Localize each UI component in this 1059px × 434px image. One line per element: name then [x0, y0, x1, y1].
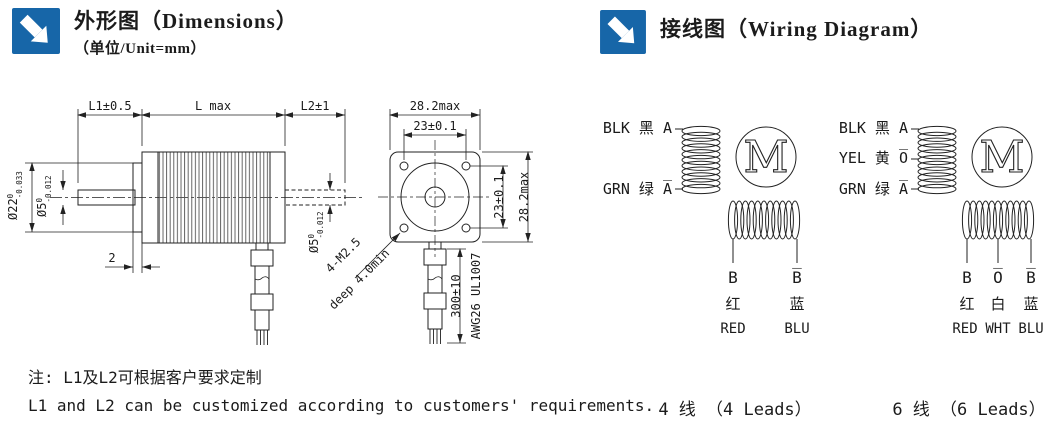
cable-side	[250, 242, 274, 345]
dia22-label: Ø220-0.033	[6, 171, 24, 220]
phase-a-coil	[917, 125, 957, 195]
terminal-b: B	[728, 268, 738, 287]
thread-leader	[354, 232, 401, 279]
dim-lmax-label: L max	[195, 99, 231, 113]
phase-b-coil	[961, 200, 1035, 240]
dimensions-header: 外形图（Dimensions） （单位/Unit=mm）	[12, 8, 298, 58]
mounting-hole	[399, 161, 409, 171]
lead-obar-label: YEL 黄 O̅	[839, 148, 909, 167]
mounting-hole	[399, 223, 409, 233]
mounting-hole	[461, 223, 471, 233]
lead-a-label: BLK 黑 A	[603, 119, 672, 137]
arrow-se-icon	[600, 10, 646, 54]
hole-span-h-label: 23±0.1	[413, 119, 456, 133]
motor-body	[141, 151, 286, 244]
lead-abar-label: GRN 绿 A̅	[603, 179, 673, 198]
dim-l2-label: L2±1	[301, 99, 330, 113]
front-shaft	[77, 189, 136, 206]
color-en-wht: WHT	[985, 321, 1011, 337]
phase-a-coil	[681, 125, 721, 195]
cable-length-label: 300±10	[449, 274, 463, 317]
unit-note: （单位/Unit=mm）	[74, 41, 207, 58]
pilot-circle	[400, 162, 470, 232]
arrow-se-icon	[12, 8, 60, 54]
front-width-label: 28.2max	[410, 99, 461, 113]
hole-span-v-label: 23±0.1	[492, 175, 506, 218]
dia5-front-label: Ø50-0.012	[35, 175, 53, 217]
terminal-b: B	[962, 268, 972, 287]
wiring-title: 接线图（Wiring Diagram）	[660, 17, 933, 41]
motor-circle	[971, 126, 1033, 188]
wiring-header: 接线图（Wiring Diagram）	[600, 10, 932, 54]
caption-6lead: 6 线 （6 Leads）	[892, 400, 1045, 420]
boss-length-label: 2	[108, 251, 115, 265]
note-en: L1 and L2 can be customized according to…	[28, 396, 655, 415]
color-zh-red: 红	[959, 295, 974, 313]
color-en-blu: BLU	[1018, 321, 1043, 337]
lead-a-label: BLK 黑 A	[839, 119, 908, 137]
caption-4lead: 4 线 （4 Leads）	[658, 400, 811, 420]
shaft-circle	[424, 186, 446, 208]
motor-symbol: M	[979, 132, 1024, 183]
color-en-blu: BLU	[784, 321, 809, 337]
dimension-drawing: L1±0.5 L max L2±1 Ø220-0.033 Ø50-0.012 Ø…	[6, 99, 533, 345]
lead-abar-label: GRN 绿 A̅	[839, 179, 909, 198]
pilot-length-dimension	[105, 232, 160, 273]
lead-wires	[675, 128, 683, 190]
end-cap-lines	[157, 152, 271, 243]
color-en-red: RED	[720, 321, 745, 337]
lead-wires	[911, 128, 919, 190]
mounting-hole	[461, 161, 471, 171]
terminal-bbar: B̅	[1026, 268, 1036, 287]
front-right-dimensions	[470, 151, 533, 243]
cable-length-dimension	[447, 248, 466, 344]
thread-spec-label: 4-M2.5	[323, 235, 364, 276]
dia5-rear-label: Ø50-0.012	[307, 211, 325, 253]
front-top-dimensions	[389, 109, 481, 160]
motor-front-view	[378, 140, 492, 344]
dia22-dimension	[25, 162, 133, 233]
color-zh-red: 红	[725, 295, 740, 313]
color-zh-white: 白	[990, 295, 1005, 313]
dimensions-title: 外形图（Dimensions）	[74, 9, 298, 33]
dim-l1-label: L1±0.5	[88, 99, 131, 113]
motor-circle	[735, 126, 797, 188]
wiring-diagram-4lead: BLK 黑 A GRN 绿 A̅ M B B̅ 红 蓝 RED BLU 4 线 …	[603, 119, 812, 420]
color-zh-blue: 蓝	[789, 295, 804, 313]
wiring-diagram-6lead: BLK 黑 A YEL 黄 O̅ GRN 绿 A̅ M B O̅ B̅ 红 白 …	[839, 119, 1046, 420]
phase-b-leads	[732, 239, 798, 263]
phase-b-leads	[966, 239, 1032, 263]
cable-front	[423, 241, 447, 344]
top-dimensions	[77, 109, 346, 183]
color-en-red: RED	[952, 321, 977, 337]
front-height-label: 28.2max	[517, 172, 531, 223]
cable-spec-label: AWG26 UL1007	[469, 253, 483, 340]
motor-symbol: M	[743, 132, 788, 183]
motor-side-view	[77, 151, 346, 345]
note-zh: 注: L1及L2可根据客户要求定制	[28, 368, 262, 387]
terminal-bbar: B̅	[792, 268, 802, 287]
terminal-obar: O̅	[993, 268, 1003, 287]
phase-b-coil	[727, 200, 801, 240]
rear-shaft-hidden	[284, 189, 346, 206]
lamination-hatch	[158, 152, 270, 243]
color-zh-blue: 蓝	[1023, 295, 1038, 313]
